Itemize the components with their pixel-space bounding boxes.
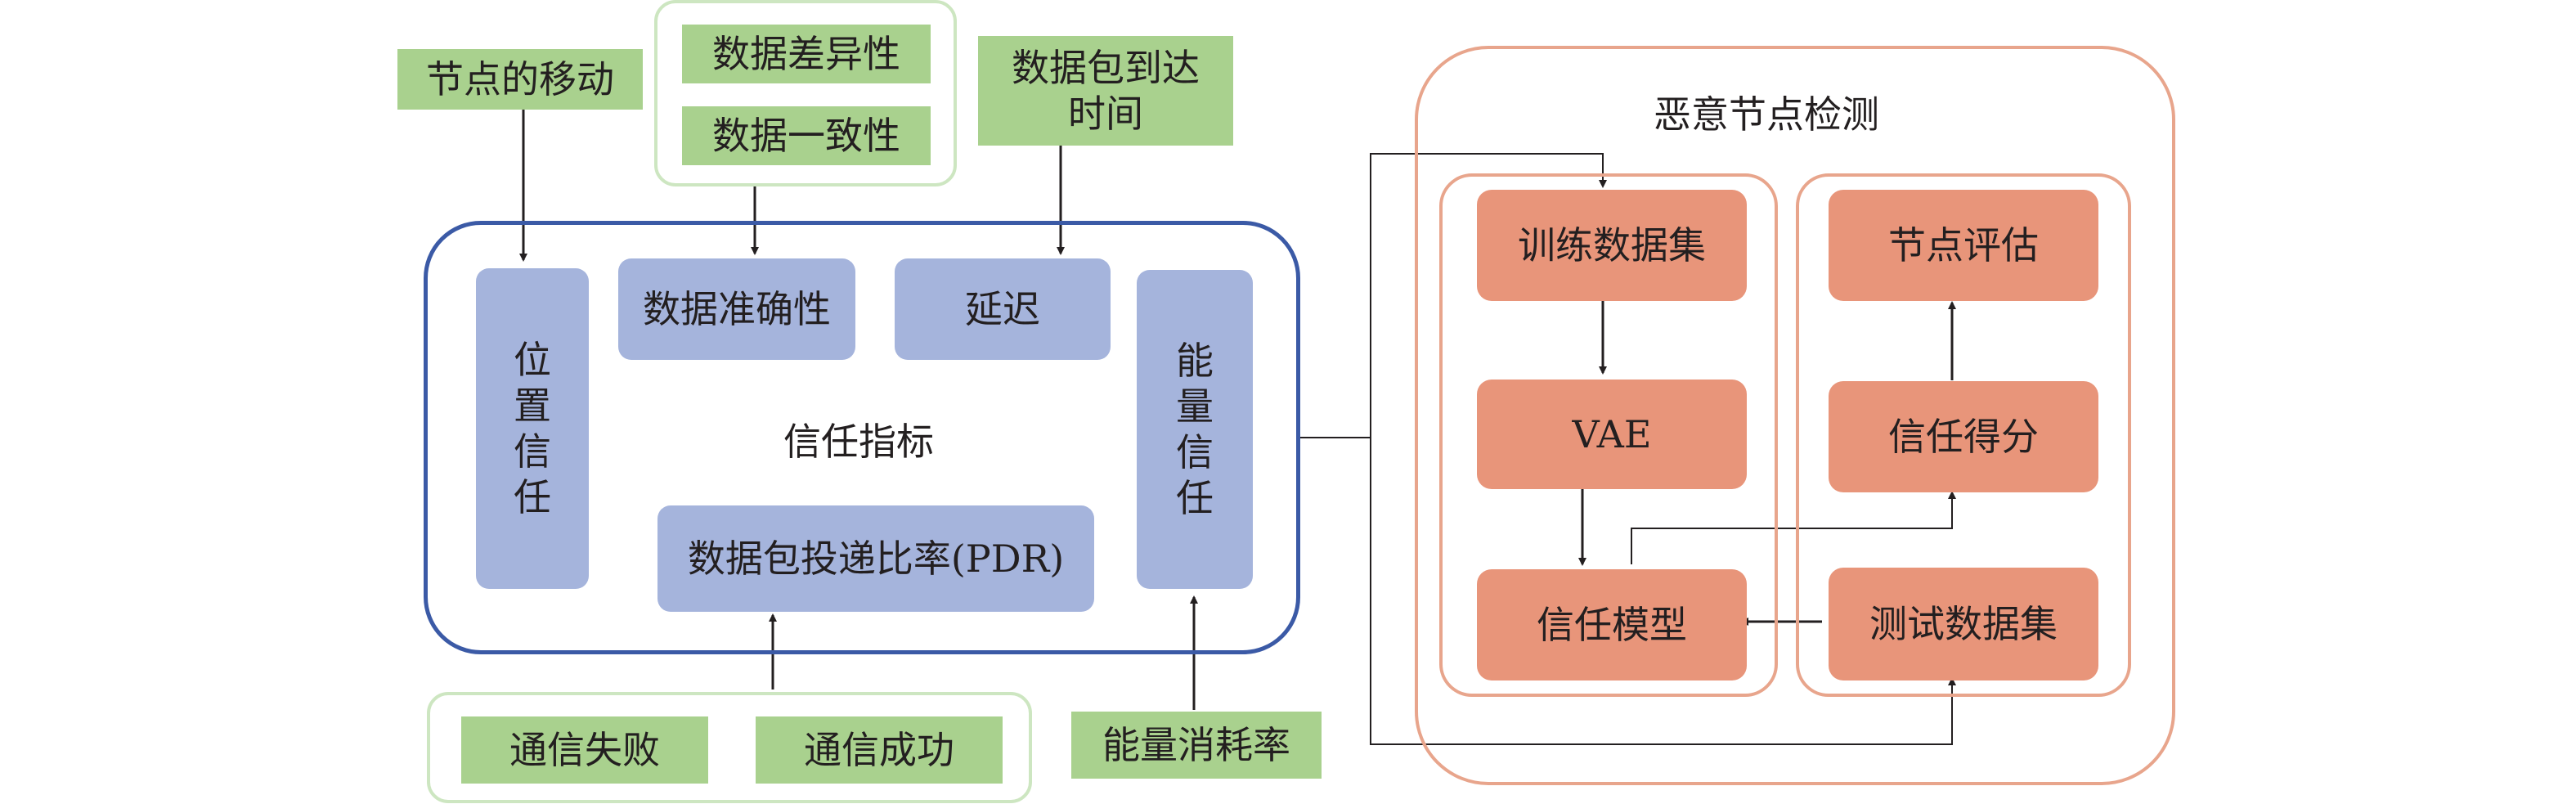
detection-title: 恶意节点检测	[1654, 92, 1879, 137]
data-consistency-label: 数据一致性	[682, 106, 931, 165]
training-column-frame	[1439, 173, 1778, 697]
position-trust-box: 位置信任	[476, 268, 589, 589]
arrow-trust-model-to-score	[1631, 491, 1956, 564]
node-evaluation-box: 节点评估	[1829, 190, 2098, 301]
trust-metrics-title: 信任指标	[783, 419, 934, 464]
test-set-box: 测试数据集	[1829, 568, 2098, 680]
energy-consumption-rate-label: 能量消耗率	[1071, 712, 1322, 779]
vae-box: VAE	[1477, 380, 1747, 489]
packet-arrival-time-label: 数据包到达时间	[978, 36, 1233, 146]
data-difference-label: 数据差异性	[682, 25, 931, 83]
energy-trust-box: 能量信任	[1137, 270, 1253, 589]
link-loop-to-training	[1370, 153, 1607, 438]
trust-metrics-frame	[424, 221, 1300, 654]
evaluation-column-frame	[1796, 173, 2131, 697]
trust-score-box: 信任得分	[1829, 381, 2098, 492]
position-trust-text: 位置信任	[514, 337, 551, 520]
comm-success-label: 通信成功	[756, 716, 1003, 784]
link-loop-to-test	[1370, 438, 1956, 745]
node-movement-label: 节点的移动	[397, 49, 643, 110]
trust-model-box: 信任模型	[1477, 569, 1747, 680]
data-input-group	[654, 0, 957, 186]
comm-failure-label: 通信失败	[461, 716, 708, 784]
delay-box: 延迟	[895, 258, 1111, 360]
comm-input-group	[427, 692, 1032, 803]
data-accuracy-box: 数据准确性	[618, 258, 855, 360]
energy-trust-text: 能量信任	[1176, 338, 1214, 521]
packet-arrival-time-text: 数据包到达时间	[1012, 45, 1200, 136]
detection-frame	[1415, 46, 2175, 785]
training-set-box: 训练数据集	[1477, 190, 1747, 301]
pdr-box: 数据包投递比率(PDR)	[657, 505, 1094, 612]
